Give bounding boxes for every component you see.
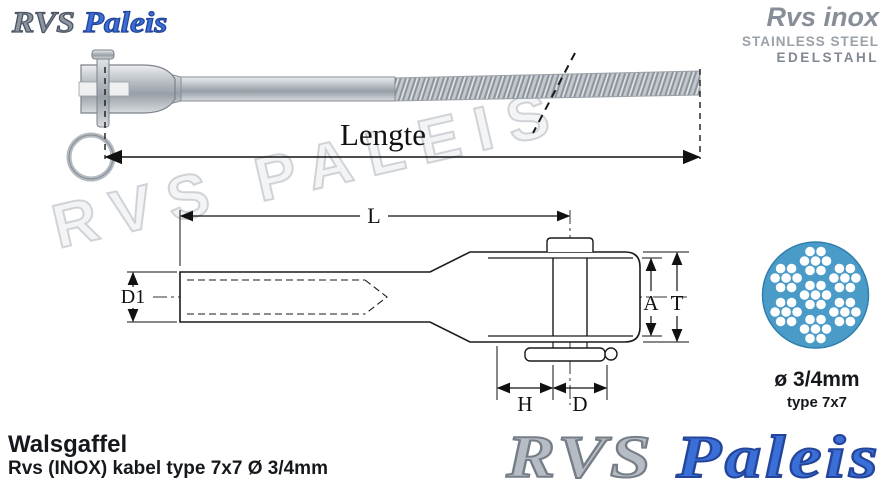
brand-rvs-inox-text: Rvs inox [766,2,879,32]
T-dimension-label: T [671,291,684,315]
cable-type-label: type 7x7 [786,394,848,411]
stainless-steel-label: STAINLESS STEEL [741,34,879,49]
technical-drawing: L D1 A T H D [121,203,689,416]
cable-break-dashed-line [532,52,576,134]
brand-rvs-text: RVS [11,5,75,39]
clevis-pin-photo [96,52,110,128]
length-dimension-label: Lengte [340,117,426,152]
product-subtitle: Rvs (INOX) kabel type 7x7 Ø 3/4mm [8,458,328,480]
terminal-body-outline [179,251,641,343]
brand-logo-bottom-right: RVS Paleis [505,423,881,486]
cable-cross-section-diagram [761,241,869,349]
swage-tube-photo [180,76,396,102]
edelstahl-label: EDELSTAHL [776,50,879,65]
brand-paleis-text: Paleis [83,5,168,39]
product-info: Walsgaffel Rvs (INOX) kabel type 7x7 Ø 3… [8,430,328,481]
brand-logo-top-left: RVS Paleis [11,5,168,40]
cable-photo [392,70,701,102]
pin-bottom-links [552,342,588,348]
cable-cross-section: ø 3/4mm type 7x7 [752,232,882,411]
cable-diameter-label: ø 3/4mm [774,368,860,391]
product-photo-illustration: Lengte [66,49,701,182]
wire-strand-dots [769,246,861,344]
pin-bottom-knob [604,347,618,361]
pin-top-cap [546,237,594,252]
A-dimension-label: A [643,291,659,315]
brand-rvs-text: RVS [505,423,655,486]
fork-cheek-lines [488,257,633,337]
bore-hidden-lines [187,279,388,315]
D-dimension-label: D [572,392,587,416]
brand-paleis-text: Paleis [675,423,881,486]
product-title: Walsgaffel [8,430,128,458]
pin-head-photo [91,49,115,60]
L-dimension-label: L [367,203,380,228]
D1-dimension-label: D1 [121,286,145,308]
brand-logo-top-right: Rvs inox STAINLESS STEEL EDELSTAHL [741,2,879,66]
pin-bottom-bar [524,347,606,362]
H-dimension-label: H [517,392,532,416]
pin-shaft-lines [552,258,588,336]
